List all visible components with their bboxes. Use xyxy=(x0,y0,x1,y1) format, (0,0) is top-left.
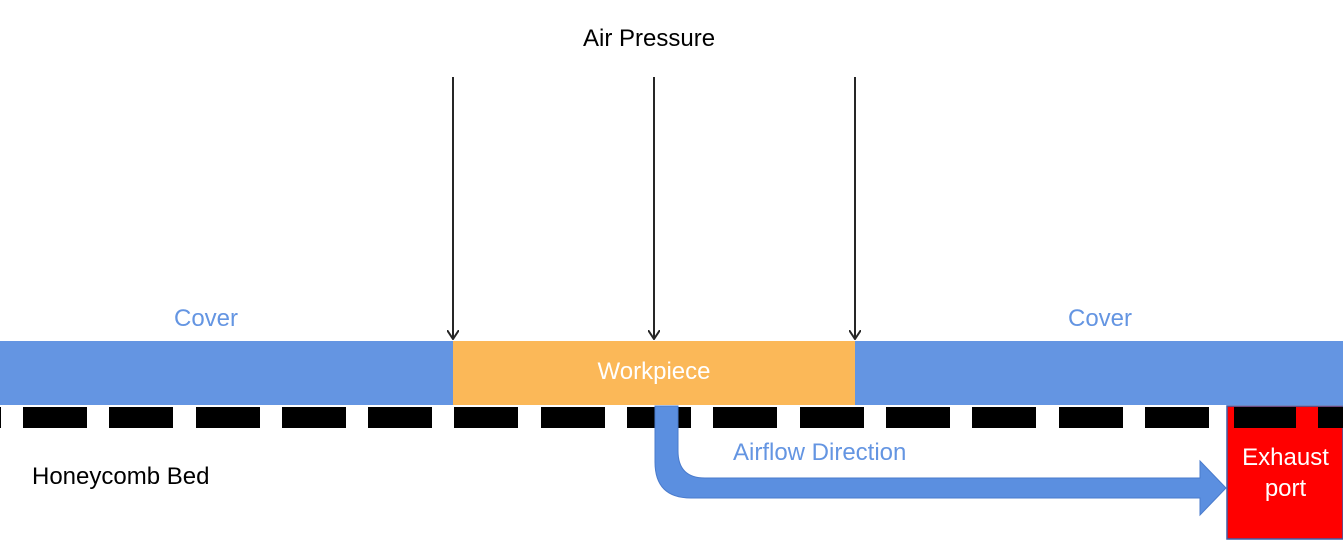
airflow-arrow xyxy=(654,405,1227,517)
exhaust-dash-1 xyxy=(1234,407,1296,428)
honeycomb-bed-label: Honeycomb Bed xyxy=(32,463,210,490)
exhaust-dash-2 xyxy=(1318,407,1343,428)
workpiece-label: Workpiece xyxy=(597,358,711,385)
cover-right-bar xyxy=(855,341,1343,405)
cover-left-label: Cover xyxy=(174,305,239,332)
exhaust-port-box xyxy=(1226,405,1343,540)
cover-right-label: Cover xyxy=(1068,305,1133,332)
exhaust-port-label: Exhaust port xyxy=(1242,444,1329,502)
airflow-direction-label: Airflow Direction xyxy=(733,439,907,466)
honeycomb-bed-dashes xyxy=(0,407,1209,428)
cover-left-bar xyxy=(0,341,453,405)
workpiece-block xyxy=(453,341,855,405)
diagram-title: Air Pressure xyxy=(583,25,716,52)
